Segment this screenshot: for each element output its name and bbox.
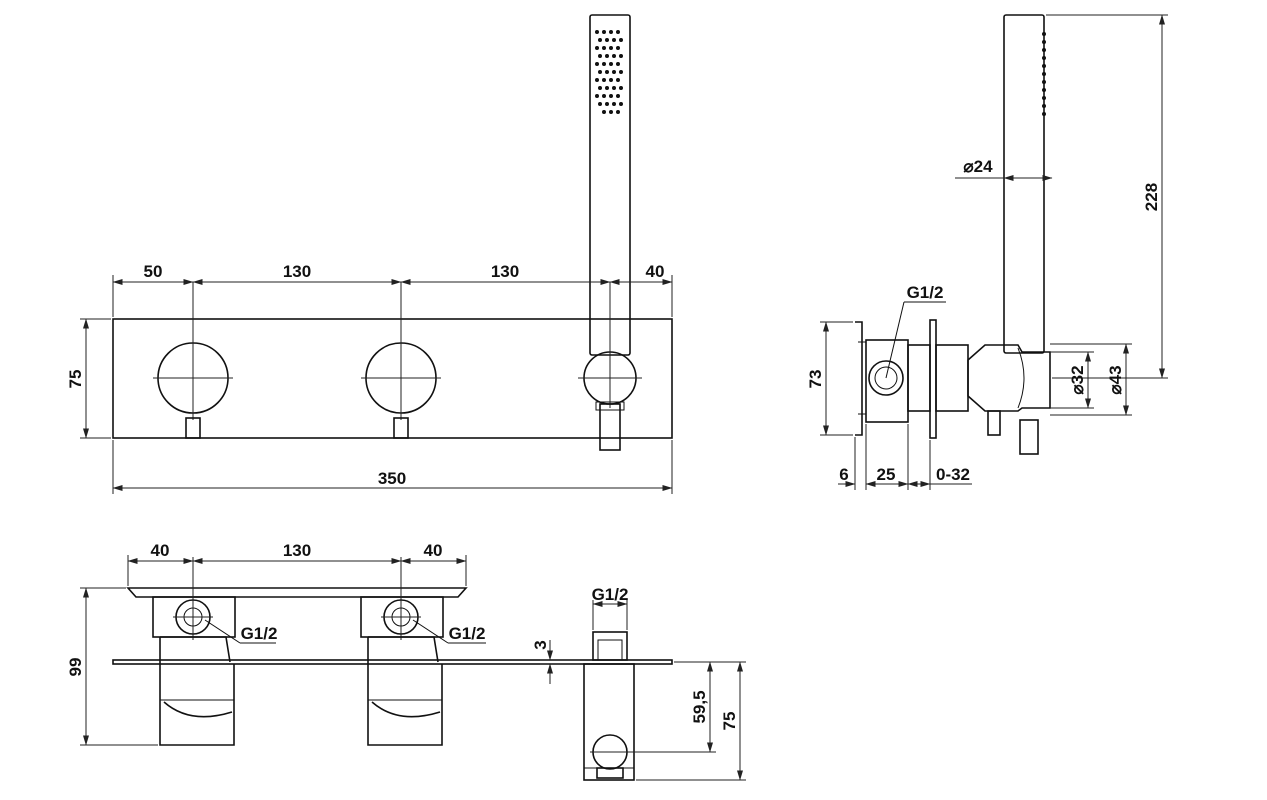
dim-dia-24: ⌀24 [963,157,993,176]
plan-handle-2 [367,636,443,746]
dim-130-b: 130 [491,262,519,281]
front-plate [112,318,673,439]
plan-top-plate [126,587,468,598]
shower-holder [967,344,1051,412]
dim-plan-75: 75 [720,712,739,731]
front-hand-shower [578,14,642,451]
dim-3: 3 [531,640,550,649]
dim-plan-130: 130 [283,541,311,560]
dim-130-a: 130 [283,262,311,281]
plan-g12-label-3: G1/2 [592,585,629,604]
mounting-bracket [855,321,863,436]
valve-body [865,339,909,423]
front-view: 50 130 130 40 75 350 [66,14,673,494]
plan-view: G1/2 G1/2 40 130 40 99 G1/2 [66,541,746,781]
dim-dia-43: ⌀43 [1106,365,1125,394]
plan-handle-1 [159,636,235,746]
wall-plate [929,319,937,439]
dim-350: 350 [378,469,406,488]
side-spray-nozzles [1042,32,1046,116]
plan-g12-label-1: G1/2 [241,624,278,643]
front-height-dimension: 75 [66,318,111,439]
dim-plan-40-a: 40 [151,541,170,560]
spray-nozzles [595,30,623,114]
plan-g12-label-2: G1/2 [449,624,486,643]
plan-wall-plate [112,659,673,665]
side-hand-shower [1003,14,1045,354]
side-view: G1/2 ⌀24 228 73 ⌀32 ⌀43 6 [806,14,1168,490]
dim-75: 75 [66,370,85,389]
plan-outlet [583,631,638,781]
dim-73: 73 [806,370,825,389]
front-lever-2 [393,417,409,439]
dim-6: 6 [839,465,848,484]
dim-40: 40 [646,262,665,281]
dim-25: 25 [877,465,896,484]
front-width-dimension: 350 [112,440,673,494]
dim-plan-40-b: 40 [424,541,443,560]
dim-50: 50 [144,262,163,281]
dim-dia-32: ⌀32 [1068,365,1087,394]
dim-0-32: 0-32 [936,465,970,484]
front-lever-1 [185,417,201,439]
dim-59-5: 59,5 [690,690,709,723]
side-g12-label: G1/2 [907,283,944,302]
dim-228: 228 [1142,183,1161,211]
front-top-dimensions: 50 130 130 40 [112,262,673,317]
dim-99: 99 [66,658,85,677]
